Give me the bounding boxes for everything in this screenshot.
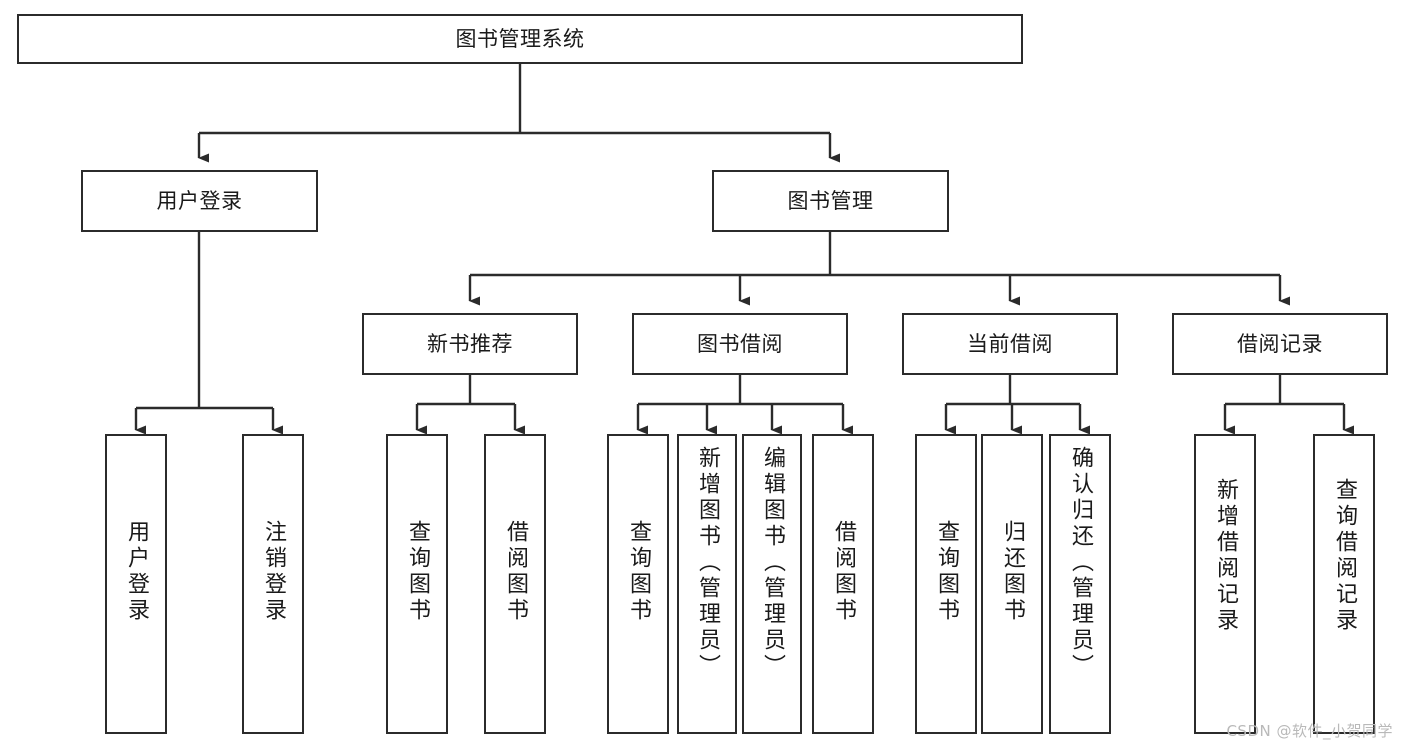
leaf-book-borrow-borrow[interactable]: 借阅图书	[812, 434, 874, 734]
leaf-current-borrow-query-label: 查询图书	[934, 520, 959, 624]
leaf-new-book-borrow[interactable]: 借阅图书	[484, 434, 546, 734]
node-current-borrow[interactable]: 当前借阅	[902, 313, 1118, 375]
leaf-book-borrow-query[interactable]: 查询图书	[607, 434, 669, 734]
leaf-book-borrow-edit-label: 编辑图书（管理员）	[760, 446, 785, 680]
leaf-current-borrow-query[interactable]: 查询图书	[915, 434, 977, 734]
leaf-user-login-logout[interactable]: 注销登录	[242, 434, 304, 734]
node-book-management-label: 图书管理	[787, 188, 874, 213]
node-root-system[interactable]: 图书管理系统	[17, 14, 1023, 64]
leaf-book-borrow-add-label: 新增图书（管理员）	[695, 446, 720, 680]
leaf-borrow-records-query[interactable]: 查询借阅记录	[1313, 434, 1375, 734]
leaf-current-borrow-return-label: 归还图书	[1000, 520, 1025, 624]
leaf-user-login-login[interactable]: 用户登录	[105, 434, 167, 734]
leaf-borrow-records-add[interactable]: 新增借阅记录	[1194, 434, 1256, 734]
leaf-new-book-borrow-label: 借阅图书	[503, 520, 528, 624]
node-borrow-records[interactable]: 借阅记录	[1172, 313, 1388, 375]
leaf-new-book-query[interactable]: 查询图书	[386, 434, 448, 734]
leaf-current-borrow-return[interactable]: 归还图书	[981, 434, 1043, 734]
leaf-new-book-query-label: 查询图书	[405, 520, 430, 624]
leaf-user-login-logout-label: 注销登录	[261, 520, 286, 624]
leaf-book-borrow-borrow-label: 借阅图书	[831, 520, 856, 624]
node-user-login[interactable]: 用户登录	[81, 170, 318, 232]
leaf-borrow-records-add-label: 新增借阅记录	[1213, 478, 1238, 634]
node-user-login-label: 用户登录	[156, 188, 243, 213]
leaf-book-borrow-query-label: 查询图书	[626, 520, 651, 624]
leaf-book-borrow-edit[interactable]: 编辑图书（管理员）	[742, 434, 802, 734]
node-current-borrow-label: 当前借阅	[967, 331, 1053, 356]
node-new-book-recommend-label: 新书推荐	[427, 331, 513, 356]
node-book-borrow-label: 图书借阅	[697, 331, 783, 356]
node-root-system-label: 图书管理系统	[455, 26, 585, 51]
leaf-current-borrow-confirm-label: 确认归还（管理员）	[1068, 446, 1093, 680]
leaf-current-borrow-confirm[interactable]: 确认归还（管理员）	[1049, 434, 1111, 734]
node-book-management[interactable]: 图书管理	[712, 170, 949, 232]
leaf-user-login-login-label: 用户登录	[124, 520, 149, 624]
node-book-borrow[interactable]: 图书借阅	[632, 313, 848, 375]
leaf-borrow-records-query-label: 查询借阅记录	[1332, 478, 1357, 634]
csdn-watermark: CSDN @软件_小贺同学	[1226, 722, 1393, 740]
leaf-book-borrow-add[interactable]: 新增图书（管理员）	[677, 434, 737, 734]
node-borrow-records-label: 借阅记录	[1237, 331, 1323, 356]
node-new-book-recommend[interactable]: 新书推荐	[362, 313, 578, 375]
